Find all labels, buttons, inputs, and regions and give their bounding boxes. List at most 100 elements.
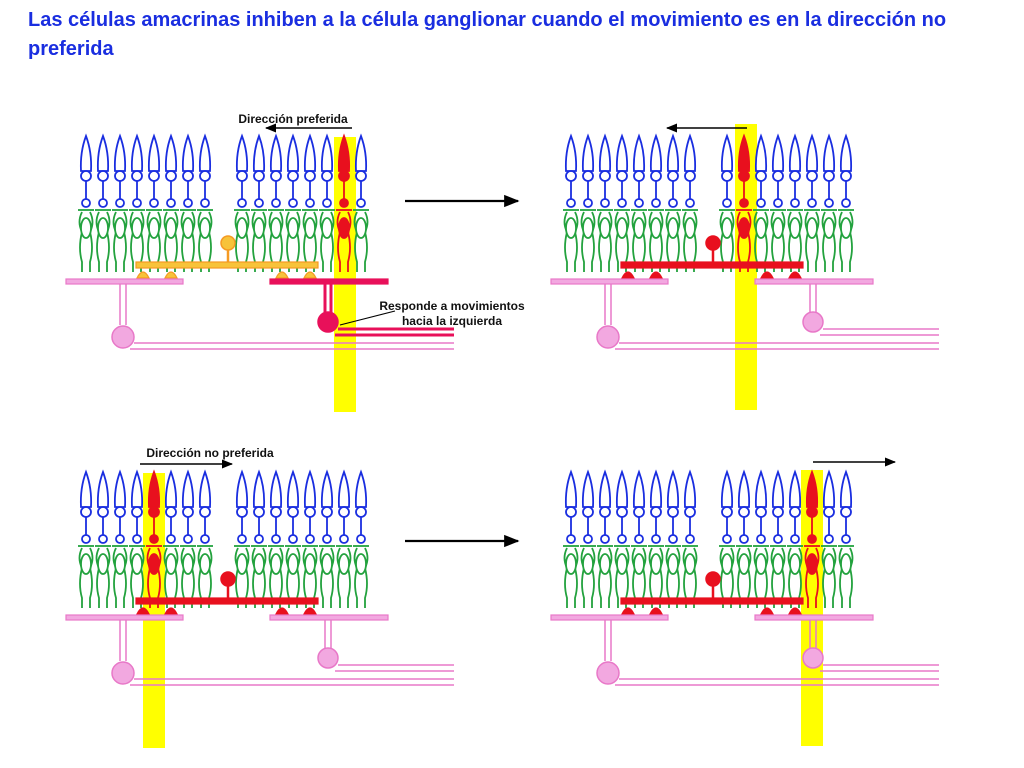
inner-segment xyxy=(599,553,611,575)
ganglion-cell-icon xyxy=(317,647,339,669)
amacrine-process xyxy=(620,261,804,269)
right-axon-stalk xyxy=(809,620,817,649)
inner-segment xyxy=(80,553,92,575)
outer-segment xyxy=(720,469,734,508)
nucleus-bulb xyxy=(322,534,332,544)
connecting-cilium xyxy=(148,506,160,518)
nucleus-bulb xyxy=(739,534,749,544)
inner-segment xyxy=(565,553,577,575)
nucleus-bulb xyxy=(634,534,644,544)
nucleus-bulb xyxy=(132,198,142,208)
nucleus-bulb xyxy=(115,198,125,208)
nucleus-bulb xyxy=(566,534,576,544)
photoreceptor-icon xyxy=(804,469,820,608)
photoreceptor-icon xyxy=(234,133,250,272)
outer-segment xyxy=(130,469,144,508)
nucleus-bulb xyxy=(600,198,610,208)
outer-segment xyxy=(771,133,785,172)
photoreceptor-icon xyxy=(838,133,854,272)
outer-segment xyxy=(79,469,93,508)
nucleus-bulb xyxy=(271,534,281,544)
connecting-cilium xyxy=(684,506,696,518)
connecting-cilium xyxy=(287,170,299,182)
left-dendrite xyxy=(65,614,184,621)
amacrine-synapse xyxy=(649,607,663,615)
connecting-cilium xyxy=(270,170,282,182)
photoreceptor-icon xyxy=(285,133,301,272)
left-ganglion-cell xyxy=(65,614,454,686)
outer-segment xyxy=(303,469,317,508)
connecting-cilium xyxy=(650,506,662,518)
photoreceptor-icon xyxy=(682,469,698,608)
nucleus-bulb xyxy=(132,534,142,544)
inner-segment xyxy=(236,217,248,239)
outer-segment xyxy=(822,133,836,172)
photoreceptor-icon xyxy=(302,133,318,272)
photoreceptor-icon xyxy=(353,469,369,608)
outer-segment xyxy=(737,133,751,172)
outer-segment xyxy=(252,469,266,508)
left-axon-stalk xyxy=(604,284,612,325)
connecting-cilium xyxy=(236,506,248,518)
inner-segment xyxy=(582,217,594,239)
inner-segment xyxy=(97,217,109,239)
nucleus-bulb xyxy=(254,198,264,208)
amacrine-synapse xyxy=(164,607,178,615)
outer-segment xyxy=(771,469,785,508)
inner-segment xyxy=(582,553,594,575)
connecting-cilium xyxy=(199,170,211,182)
connecting-cilium xyxy=(755,170,767,182)
nucleus-bulb xyxy=(739,198,749,208)
nucleus-bulb xyxy=(81,198,91,208)
photoreceptor-icon xyxy=(770,133,786,272)
inner-segment xyxy=(772,217,784,239)
right-axon xyxy=(820,664,939,672)
outer-segment xyxy=(198,469,212,508)
outer-segment xyxy=(269,469,283,508)
nucleus-bulb xyxy=(583,198,593,208)
connecting-cilium xyxy=(616,506,628,518)
connecting-cilium xyxy=(321,506,333,518)
outer-segment xyxy=(839,469,853,508)
connecting-cilium xyxy=(565,506,577,518)
inner-segment xyxy=(721,217,733,239)
photoreceptor-icon xyxy=(736,133,752,272)
nucleus-bulb xyxy=(149,534,159,544)
photoreceptor-icon xyxy=(665,469,681,608)
outer-segment xyxy=(96,469,110,508)
photoreceptor-icon xyxy=(251,469,267,608)
connecting-cilium xyxy=(199,506,211,518)
nucleus-bulb xyxy=(756,534,766,544)
connecting-cilium xyxy=(114,506,126,518)
inner-segment xyxy=(355,217,367,239)
nucleus-bulb xyxy=(722,534,732,544)
inner-segment xyxy=(131,553,143,575)
outer-segment xyxy=(683,469,697,508)
nucleus-bulb xyxy=(668,534,678,544)
connecting-cilium xyxy=(304,506,316,518)
inner-segment xyxy=(599,217,611,239)
inner-segment xyxy=(165,217,177,239)
connecting-cilium xyxy=(650,170,662,182)
nucleus-bulb xyxy=(98,534,108,544)
nucleus-bulb xyxy=(668,198,678,208)
connecting-cilium xyxy=(131,170,143,182)
outer-segment xyxy=(198,133,212,172)
inner-segment xyxy=(650,217,662,239)
photoreceptor-icon xyxy=(563,469,579,608)
outer-segment xyxy=(598,133,612,172)
nucleus-bulb xyxy=(339,198,349,208)
connecting-cilium xyxy=(182,506,194,518)
connecting-cilium xyxy=(355,170,367,182)
outer-segment xyxy=(615,133,629,172)
inner-segment xyxy=(616,553,628,575)
photoreceptor-icon xyxy=(787,469,803,608)
nucleus-bulb xyxy=(824,534,834,544)
right-dendrite xyxy=(269,614,389,621)
amacrine-cell-icon xyxy=(620,235,804,279)
right-axon-stalk xyxy=(324,620,332,649)
photoreceptor-icon xyxy=(129,469,145,608)
photoreceptor-icon xyxy=(95,469,111,608)
right-dendrite xyxy=(754,614,874,621)
amacrine-synapse xyxy=(136,607,150,615)
